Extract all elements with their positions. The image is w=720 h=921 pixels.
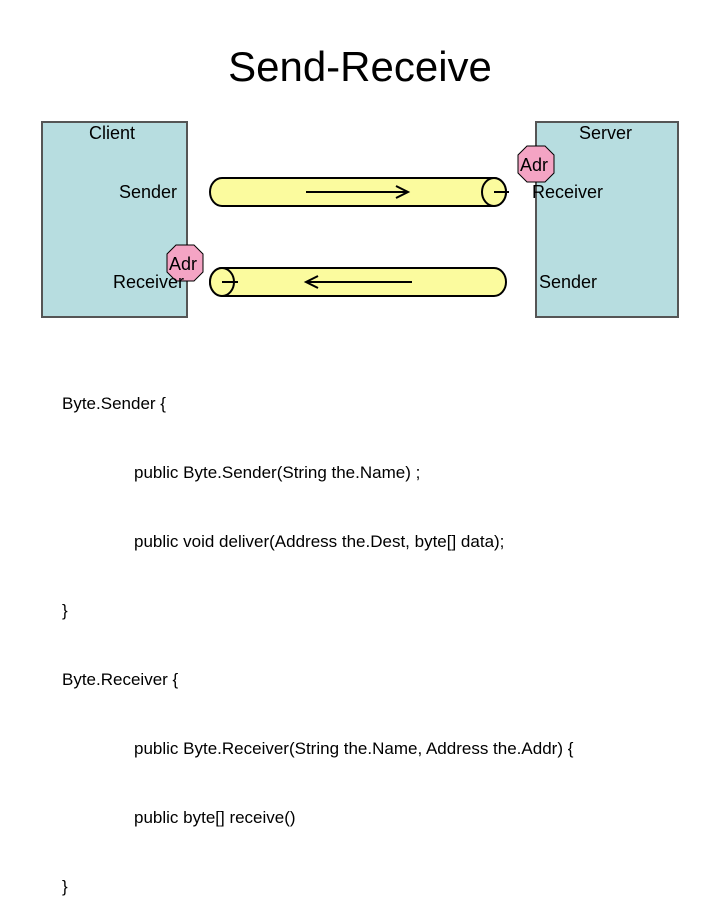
top-pipe (209, 177, 509, 207)
server-sender-label: Sender (539, 272, 598, 292)
code-listing: Byte.Sender { public Byte.Sender(String … (62, 346, 573, 921)
client-box (41, 121, 188, 318)
page-title: Send-Receive (228, 43, 492, 90)
code-line: public Byte.Receiver(String the.Name, Ad… (134, 739, 574, 758)
client-label: Client (89, 123, 136, 143)
code-line: Byte.Receiver { (62, 670, 179, 689)
client-adr-badge (166, 244, 204, 282)
code-line: public void deliver(Address the.Dest, by… (134, 532, 505, 551)
client-sender-label: Sender (119, 182, 178, 202)
code-line: } (62, 877, 68, 896)
bottom-pipe (209, 267, 507, 297)
connection-diagram (166, 145, 555, 297)
client-adr-text: Adr (169, 254, 198, 274)
code-line: public byte[] receive() (134, 808, 296, 827)
code-line: } (62, 601, 68, 620)
server-label: Server (579, 123, 633, 143)
server-box (535, 121, 679, 318)
server-adr-text: Adr (520, 155, 549, 175)
server-adr-badge (517, 145, 555, 183)
code-line: public Byte.Sender(String the.Name) ; (134, 463, 421, 482)
right-arrow-head (395, 185, 411, 199)
client-receiver-label: Receiver (113, 272, 185, 292)
code-line: Byte.Sender { (62, 394, 166, 413)
server-receiver-label: Receiver (532, 182, 604, 202)
left-arrow-head (303, 275, 319, 289)
